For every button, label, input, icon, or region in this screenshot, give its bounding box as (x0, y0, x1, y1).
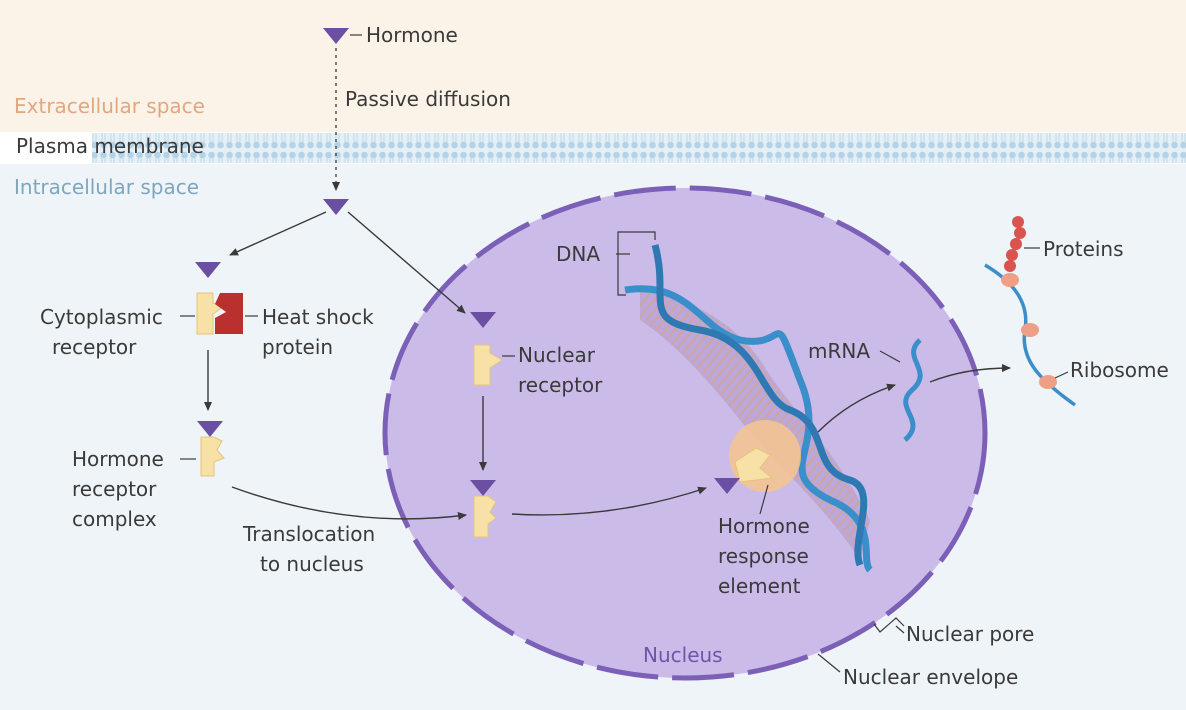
hormone-icon (323, 199, 349, 215)
nuclear-envelope-leader (817, 653, 841, 673)
hormone-icon (470, 480, 496, 496)
receptor-on-dna (734, 447, 774, 483)
nuclear-pore-bracket (873, 617, 905, 633)
hrc-label-1: Hormone (72, 447, 164, 471)
hrc-label-3: complex (72, 507, 157, 531)
cytoplasmic-label-1: Cytoplasmic (40, 305, 163, 329)
ribosome-icon (1021, 323, 1039, 337)
proteins-label: Proteins (1043, 237, 1124, 261)
ribosome-icon (1001, 273, 1019, 287)
hormone-label: Hormone (366, 23, 458, 47)
extracellular-region (0, 0, 1186, 132)
translocation-arrow (231, 486, 467, 520)
mrna-strand (903, 338, 923, 442)
intracellular-label: Intracellular space (14, 175, 199, 199)
cytoplasmic-label-2: receptor (52, 335, 137, 359)
arrow-to-cytoplasmic (229, 211, 327, 256)
ribosome-group (1001, 273, 1057, 389)
nuclear-envelope-label: Nuclear envelope (843, 665, 1018, 689)
hormone-icon (323, 28, 349, 44)
cytoplasmic-receptor (196, 292, 225, 335)
nuclear-receptor (473, 344, 503, 386)
extracellular-label: Extracellular space (14, 94, 205, 118)
passive-diffusion-label: Passive diffusion (345, 87, 511, 111)
hormone-icon (197, 421, 223, 437)
hrc-label-2: receptor (72, 477, 157, 501)
membrane-label: Plasma membrane (16, 134, 204, 158)
hre-label-1: Hormone (718, 514, 810, 538)
translocation-label-2: to nucleus (260, 552, 364, 576)
mrna-label: mRNA (808, 339, 870, 363)
protein-chain (1004, 216, 1026, 272)
nuclear-receptor-label-2: receptor (518, 373, 603, 397)
arrow-to-nuclear (347, 211, 466, 314)
hre-label-3: element (718, 574, 801, 598)
hre-label-2: response (718, 544, 809, 568)
nuclear-pore-label: Nuclear pore (906, 622, 1034, 646)
ribosome-leader (1054, 371, 1069, 379)
heat-shock-label-2: protein (262, 335, 333, 359)
arrow-to-ribosome (929, 364, 1011, 383)
nucleus-label: Nucleus (643, 643, 723, 667)
ribosome-icon (1039, 375, 1057, 389)
heat-shock-label-1: Heat shock (262, 305, 374, 329)
nuclear-pore-leader (895, 625, 905, 634)
nuclear-receptor-label-1: Nuclear (518, 343, 596, 367)
arrow-to-hre (511, 486, 707, 516)
heat-shock-protein (215, 293, 243, 334)
hormone-icon (195, 262, 221, 278)
dna-bracket (617, 231, 656, 296)
hormone-icon (470, 312, 496, 328)
hre-leader (759, 484, 769, 515)
nuclear-hormone-complex (473, 495, 497, 538)
translocation-label-1: Translocation (242, 522, 375, 546)
plasma-membrane (92, 133, 1186, 163)
hormone-receptor-complex (200, 436, 225, 477)
mrna-leader (879, 350, 901, 363)
nucleus (385, 188, 985, 678)
arrow-to-mrna (817, 383, 896, 433)
nuclear-envelope (382, 185, 988, 681)
ribosome-label: Ribosome (1070, 358, 1169, 382)
hormone-icon (714, 478, 740, 494)
dna-label: DNA (556, 242, 600, 266)
